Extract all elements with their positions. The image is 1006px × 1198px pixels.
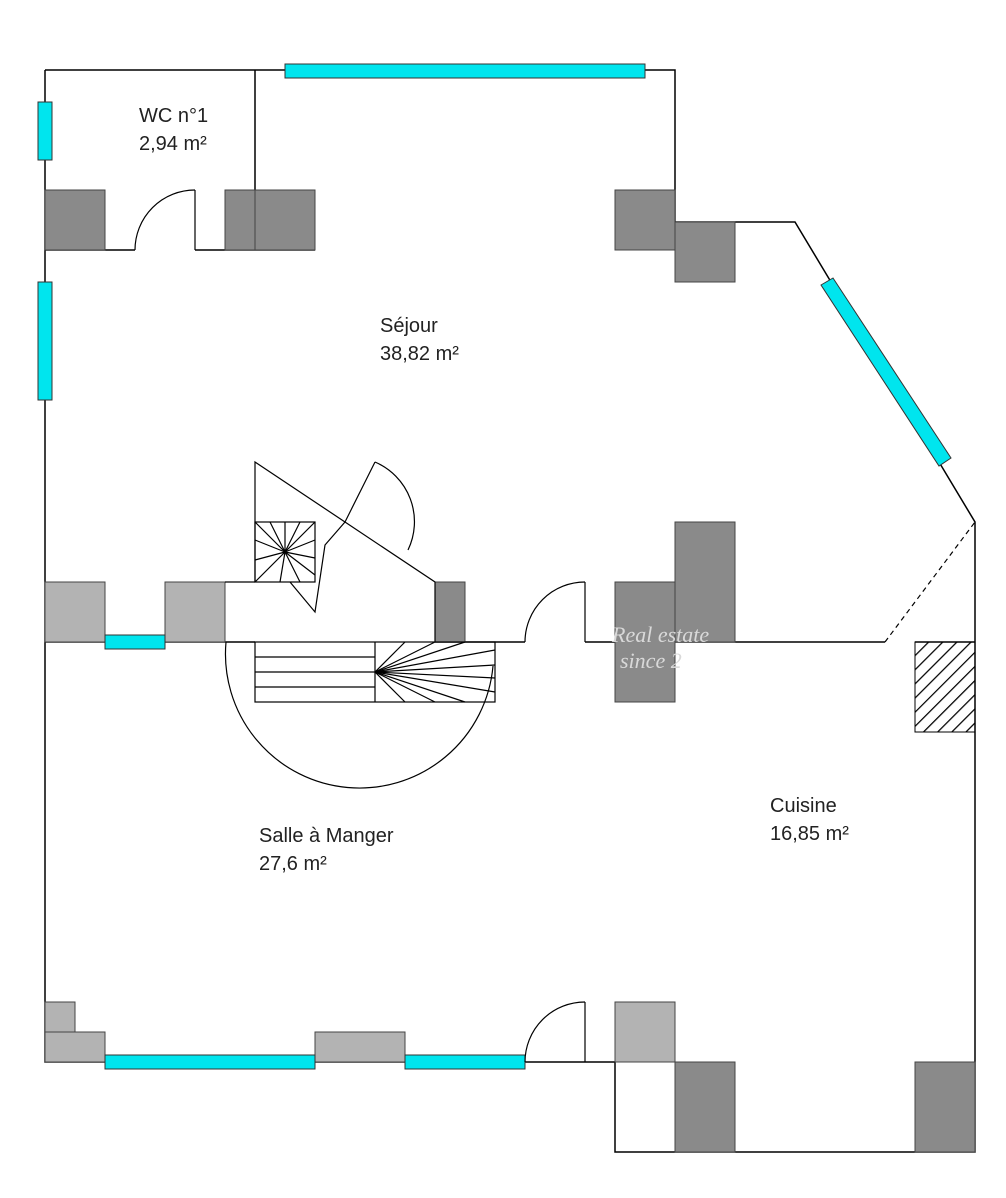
window	[37, 281, 53, 401]
door-sejour	[524, 581, 586, 643]
pillar	[914, 1061, 976, 1153]
pillar	[224, 189, 256, 251]
room-name: WC n°1	[139, 105, 209, 127]
room-cuisine-label: Cuisine 16,85 m²	[770, 792, 849, 848]
room-name: Séjour	[380, 315, 438, 337]
room-name: Cuisine	[770, 795, 837, 817]
pillar	[314, 1031, 406, 1063]
windows	[37, 63, 952, 1070]
door-entry	[524, 1001, 586, 1063]
room-salle-a-manger-label: Salle à Manger 27,6 m²	[259, 822, 394, 878]
pillar	[434, 581, 466, 643]
pillar	[44, 189, 106, 251]
watermark-line-2: since 2	[620, 648, 682, 673]
door-staircase	[344, 461, 415, 551]
window	[37, 101, 53, 161]
window	[404, 1054, 526, 1070]
pillar	[674, 1061, 736, 1153]
pillar	[44, 1001, 76, 1033]
pillars	[44, 189, 976, 1153]
window	[284, 63, 646, 79]
window	[104, 634, 166, 650]
pillar	[614, 581, 676, 703]
window	[104, 1054, 316, 1070]
pillar	[44, 581, 106, 643]
doors	[134, 189, 586, 1063]
room-name: Salle à Manger	[259, 825, 394, 847]
watermark-line-1: Real estate	[612, 622, 710, 647]
pillar	[674, 521, 736, 643]
window	[820, 277, 952, 467]
door-wc	[134, 189, 196, 251]
room-area: 38,82 m²	[380, 343, 459, 365]
room-area: 2,94 m²	[139, 133, 207, 155]
room-wc-label: WC n°1 2,94 m²	[139, 102, 208, 158]
pillar	[254, 189, 316, 251]
staircase	[224, 460, 496, 789]
room-sejour-label: Séjour 38,82 m²	[380, 312, 459, 368]
pillar	[614, 1001, 676, 1063]
pillar	[44, 1031, 106, 1063]
pillar	[164, 581, 226, 643]
room-area: 27,6 m²	[259, 853, 327, 875]
room-area: 16,85 m²	[770, 823, 849, 845]
pillar	[614, 189, 676, 251]
hatched-block	[914, 641, 976, 733]
pillar	[674, 221, 736, 283]
opening-dashed-line	[884, 521, 976, 643]
